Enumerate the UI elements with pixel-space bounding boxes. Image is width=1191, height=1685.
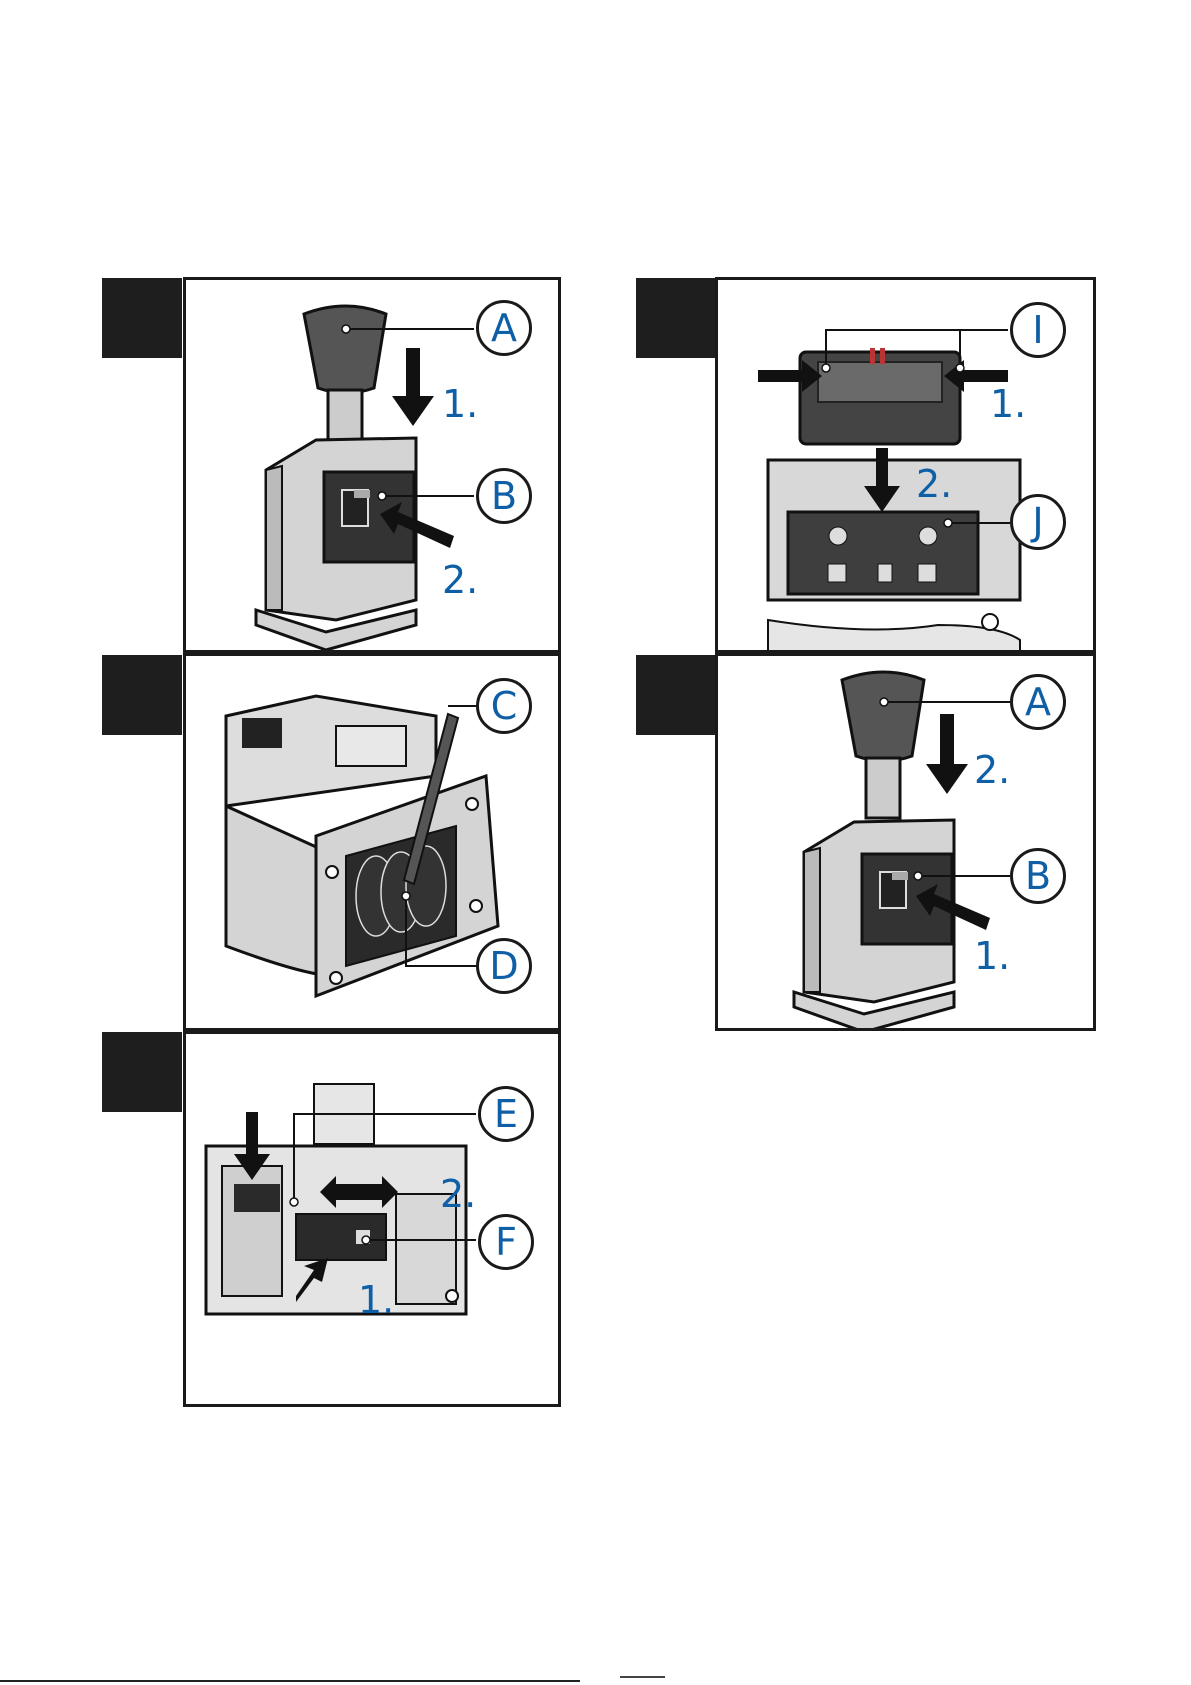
step-2-label: 2. [974, 750, 1010, 790]
step-1-label: 1. [358, 1280, 394, 1320]
step-2-label: 2. [916, 464, 952, 504]
step-1-label: 1. [442, 384, 478, 424]
callout-f: F [478, 1214, 534, 1270]
panel-1-handle-and-button: A B 1. 2. [183, 277, 561, 653]
step-tab-1 [102, 278, 182, 358]
callout-a: A [476, 300, 532, 356]
step-tab-5 [102, 1032, 182, 1112]
callout-i: I [1010, 302, 1066, 358]
panel-5-number-bands: E F 2. 1. [183, 1031, 561, 1407]
callout-j: J [1010, 494, 1066, 550]
step-tab-4 [636, 655, 716, 735]
footer-rule [0, 1680, 580, 1682]
panel-4-handle-and-button: A B 2. 1. [715, 653, 1096, 1031]
step-tab-2 [636, 278, 716, 358]
panel-3-date-bands: C D [183, 653, 561, 1031]
callout-c: C [476, 678, 532, 734]
step-2-label: 2. [442, 560, 478, 600]
step-1-label: 1. [990, 384, 1026, 424]
step-2-label: 2. [440, 1174, 476, 1214]
panel-2-ink-pad: I J 1. 2. [715, 277, 1096, 653]
callout-a: A [1010, 674, 1066, 730]
callout-e: E [478, 1086, 534, 1142]
step-1-label: 1. [974, 936, 1010, 976]
step-tab-3 [102, 655, 182, 735]
footer-mark [620, 1676, 665, 1684]
callout-d: D [476, 938, 532, 994]
callout-b: B [476, 468, 532, 524]
callout-b: B [1010, 848, 1066, 904]
